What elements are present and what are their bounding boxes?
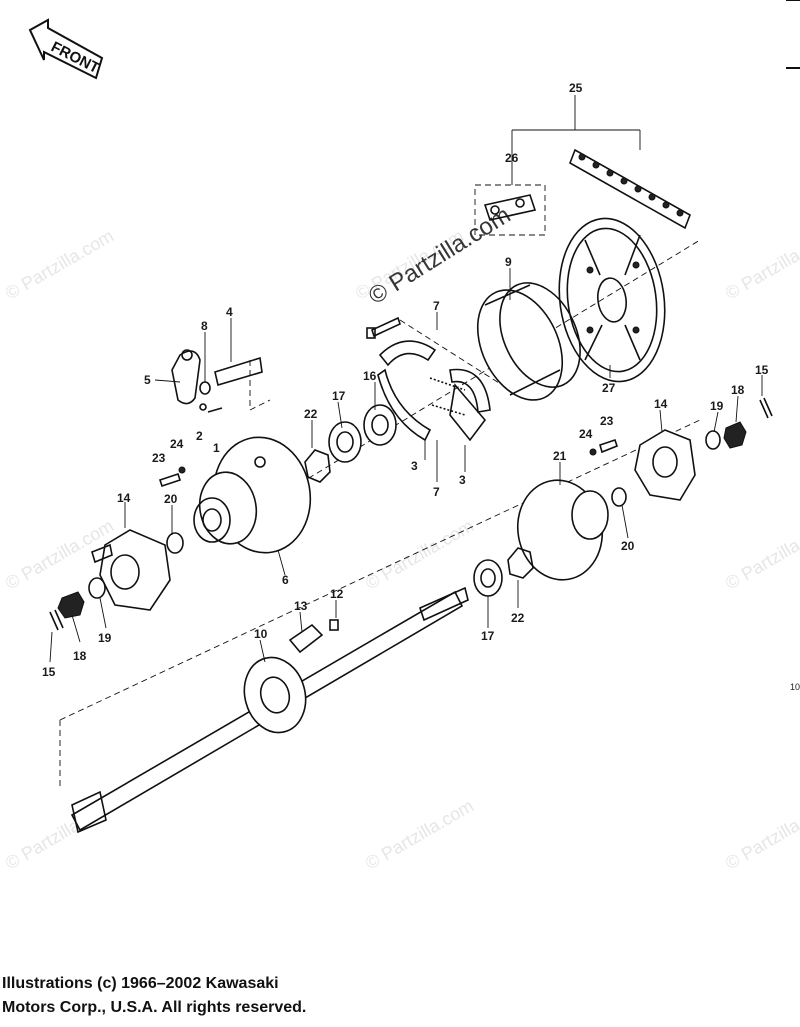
watermark-text: © Partzilla.com xyxy=(362,795,477,873)
callout-12: 12 xyxy=(330,587,344,601)
callout-25: 25 xyxy=(569,81,583,95)
callout-6: 6 xyxy=(282,573,289,587)
brake-shoes xyxy=(377,340,491,442)
drive-chain xyxy=(569,148,691,230)
left-hub-bolts xyxy=(158,466,186,488)
callout-7a: 7 xyxy=(433,299,440,313)
callout-16: 16 xyxy=(363,369,377,383)
callout-19a: 19 xyxy=(98,631,112,645)
left-axle-nut-set xyxy=(49,577,106,631)
callout-2: 2 xyxy=(196,429,203,443)
callout-4: 4 xyxy=(226,305,233,319)
right-hub-flange xyxy=(589,397,773,501)
left-wheel-hub xyxy=(193,436,312,554)
watermark-text: © Partzilla.com xyxy=(722,225,800,303)
brake-bolt xyxy=(366,316,401,339)
callout-7b: 7 xyxy=(433,485,440,499)
callout-20a: 20 xyxy=(164,492,178,506)
callout-15b: 15 xyxy=(755,363,769,377)
copyright-notice: Illustrations (c) 1966–2002 Kawasaki Mot… xyxy=(2,972,306,1020)
callout-3a: 3 xyxy=(411,459,418,473)
callout-9: 9 xyxy=(505,255,512,269)
callout-20b: 20 xyxy=(621,539,635,553)
callout-22b: 22 xyxy=(511,611,525,625)
chain-master-link xyxy=(474,184,546,236)
callout-1: 1 xyxy=(213,441,220,455)
watermark-text: © Partzilla.com xyxy=(722,795,800,873)
callout-5: 5 xyxy=(144,373,151,387)
callout-10: 10 xyxy=(254,627,268,641)
right-wheel-hub xyxy=(473,479,627,597)
callout-27: 27 xyxy=(602,381,616,395)
callout-18b: 18 xyxy=(731,383,745,397)
left-hub-bearings xyxy=(304,404,397,483)
callout-14b: 14 xyxy=(654,397,668,411)
watermark-text: © Partzilla.com xyxy=(2,225,117,303)
assembly-guide-lines xyxy=(59,239,701,790)
front-arrow-icon: FRONT xyxy=(28,18,104,80)
callout-23a: 23 xyxy=(152,451,166,465)
callout-labels: 25 26 9 27 4 8 5 2 1 7 7 16 17 22 3 3 24… xyxy=(42,81,769,679)
callout-13: 13 xyxy=(294,599,308,613)
watermark-text: © Partzilla.com xyxy=(722,515,800,593)
callout-22a: 22 xyxy=(304,407,318,421)
callout-26: 26 xyxy=(505,151,519,165)
callout-8: 8 xyxy=(201,319,208,333)
callout-15a: 15 xyxy=(42,665,56,679)
callout-21: 21 xyxy=(553,449,567,463)
leader-lines xyxy=(49,95,763,663)
rear-axle xyxy=(70,586,469,834)
watermark-text: © Partzilla.com xyxy=(362,515,477,593)
copyright-line-1: Illustrations (c) 1966–2002 Kawasaki xyxy=(2,975,279,992)
callout-24b: 24 xyxy=(579,427,593,441)
rear-sprocket xyxy=(558,217,666,383)
callout-19b: 19 xyxy=(710,399,724,413)
brake-drum xyxy=(476,282,581,401)
brake-cam-assembly xyxy=(171,349,263,413)
callout-23b: 23 xyxy=(600,414,614,428)
callout-24a: 24 xyxy=(170,437,184,451)
callout-17a: 17 xyxy=(332,389,346,403)
callout-17b: 17 xyxy=(481,629,495,643)
left-hub-flange xyxy=(91,529,184,611)
callout-18a: 18 xyxy=(73,649,87,663)
copyright-line-2: Motors Corp., U.S.A. All rights reserved… xyxy=(2,999,307,1016)
page-number: 10 xyxy=(790,682,800,692)
callout-14a: 14 xyxy=(117,491,131,505)
callout-3b: 3 xyxy=(459,473,466,487)
